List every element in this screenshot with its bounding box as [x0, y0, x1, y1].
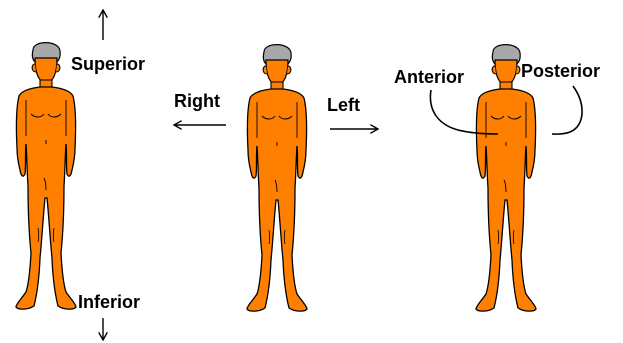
left-label: Left	[327, 96, 360, 114]
inferior-label: Inferior	[78, 293, 140, 311]
posterior-label: Posterior	[521, 62, 600, 80]
figure-side-anterior-posterior	[476, 45, 536, 312]
figure-front-right-left	[247, 45, 307, 312]
figure-front-superior-inferior	[16, 43, 76, 310]
superior-label: Superior	[71, 55, 145, 73]
posterior-pointer-line	[552, 86, 582, 134]
right-label: Right	[174, 92, 220, 110]
anterior-label: Anterior	[394, 68, 464, 86]
